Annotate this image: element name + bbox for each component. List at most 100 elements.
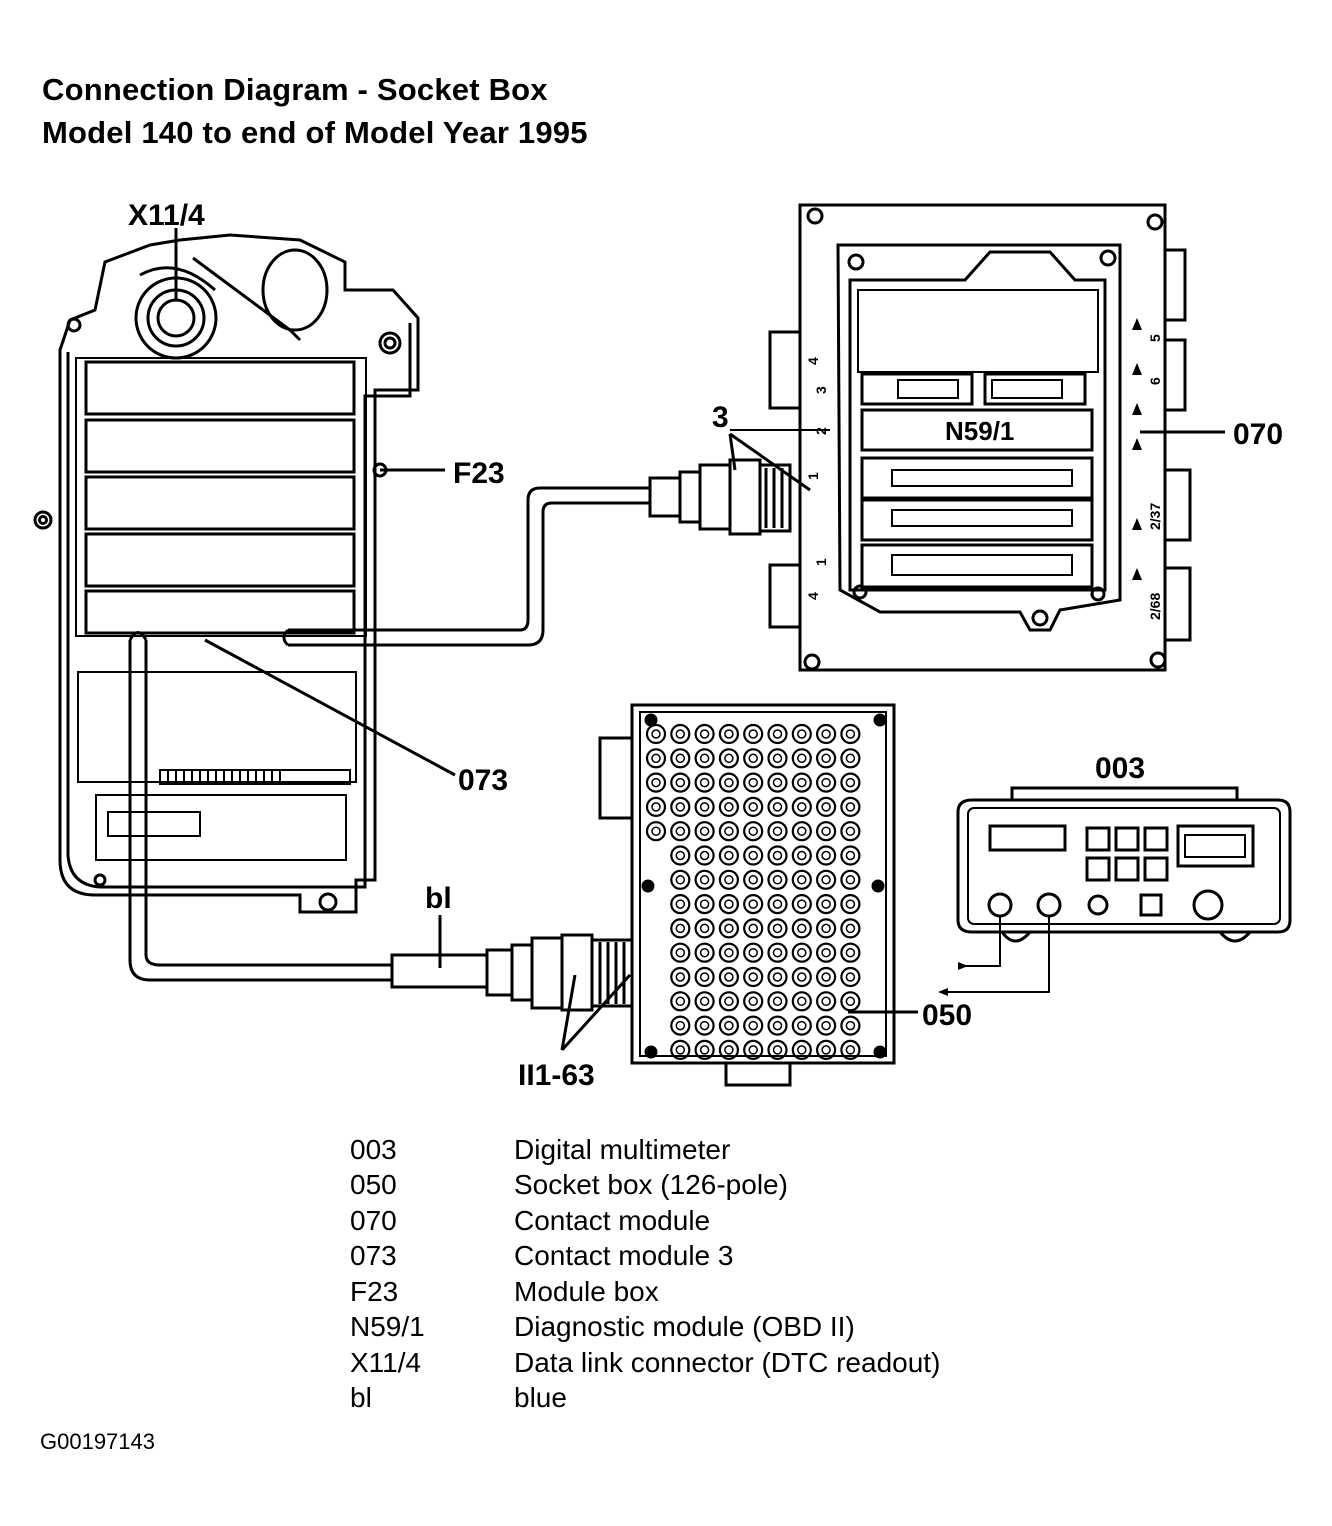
socket-jack xyxy=(694,1015,715,1036)
socket-jack-inner xyxy=(845,826,856,836)
socket-jack xyxy=(670,723,691,745)
socket-jack-inner xyxy=(675,802,686,812)
socket-jack xyxy=(815,772,837,793)
terminal-comb xyxy=(159,769,351,785)
socket-jack xyxy=(815,966,837,988)
socket-jack-inner xyxy=(797,777,807,788)
socket-jack-inner xyxy=(724,729,734,739)
socket-jack-inner xyxy=(772,972,783,982)
socket-jack-inner xyxy=(748,972,758,982)
1-63-leader-b xyxy=(560,973,632,1052)
socket-jack-inner xyxy=(845,899,856,909)
socket-jack-inner xyxy=(699,972,710,982)
socket-jack-inner xyxy=(724,972,734,982)
legend-code: N59/1 xyxy=(350,1311,425,1343)
socket-jack xyxy=(718,748,740,769)
socket-jack xyxy=(645,723,667,745)
svg-text:1: 1 xyxy=(813,558,829,566)
cable-upper xyxy=(282,486,650,647)
socket-jack xyxy=(670,796,691,818)
socket-jack-inner xyxy=(845,996,856,1007)
socket-jack xyxy=(767,748,788,769)
socket-jack-inner xyxy=(724,923,734,934)
socket-jack xyxy=(791,942,812,963)
socket-jack-inner xyxy=(821,826,831,836)
socket-jack xyxy=(791,893,812,915)
legend-code: 050 xyxy=(350,1169,397,1201)
socket-jack xyxy=(694,772,715,793)
socket-jack xyxy=(743,748,764,769)
legend-desc: blue xyxy=(514,1382,567,1414)
socket-jack-inner xyxy=(821,777,831,788)
socket-jack xyxy=(718,821,740,842)
socket-jack-inner xyxy=(699,753,710,764)
socket-jack-inner xyxy=(724,1045,734,1055)
legend-code: X11/4 xyxy=(350,1346,422,1378)
legend-desc: Diagnostic module (OBD II) xyxy=(514,1311,855,1343)
socket-jack-inner xyxy=(797,850,807,861)
socket-jack xyxy=(791,845,812,866)
socket-jack-inner xyxy=(748,777,758,788)
socket-jack-inner xyxy=(821,1020,831,1031)
legend-code: 070 xyxy=(350,1204,397,1236)
svg-text:2/68: 2/68 xyxy=(1147,593,1163,620)
socket-jack xyxy=(767,796,788,818)
socket-jack-inner xyxy=(797,753,807,764)
socket-jack-inner xyxy=(772,1020,783,1031)
socket-jack-inner xyxy=(845,753,856,764)
socket-jack-inner xyxy=(675,729,686,739)
socket-jack-inner xyxy=(699,923,710,934)
socket-jack xyxy=(694,991,715,1012)
socket-jack-inner xyxy=(675,826,686,836)
socket-jack-inner xyxy=(651,777,661,788)
x11-4-label: X11/4 xyxy=(128,199,205,232)
socket-jack xyxy=(718,1039,740,1061)
socket-jack xyxy=(694,845,715,866)
socket-jack xyxy=(670,869,691,890)
073-leader xyxy=(204,638,456,777)
socket-jack xyxy=(743,723,764,745)
socket-jack xyxy=(791,821,812,842)
socket-jack xyxy=(694,893,715,915)
socket-jack xyxy=(694,869,715,890)
socket-jack-inner xyxy=(772,753,783,764)
socket-jack xyxy=(767,918,788,939)
socket-jack-inner xyxy=(845,947,856,958)
socket-jack xyxy=(767,942,788,963)
1-63-leader-a xyxy=(560,974,577,1051)
socket-jack-inner xyxy=(675,777,686,788)
socket-jack-inner xyxy=(772,802,783,812)
socket-jack xyxy=(767,1015,788,1036)
050-label: 050 xyxy=(922,999,972,1032)
svg-text:4: 4 xyxy=(805,592,821,600)
socket-jack-inner xyxy=(675,972,686,982)
socket-jack-inner xyxy=(797,947,807,958)
socket-jack xyxy=(718,845,740,866)
socket-jack-inner xyxy=(821,899,831,909)
socket-jack-inner xyxy=(797,875,807,885)
socket-jack-inner xyxy=(748,753,758,764)
socket-jack xyxy=(718,796,740,818)
socket-jack-inner xyxy=(748,899,758,909)
socket-jack xyxy=(645,821,667,842)
socket-jack xyxy=(767,821,788,842)
3-leader-b xyxy=(729,432,811,492)
socket-jack-inner xyxy=(748,996,758,1007)
1-63-label: II1-63 xyxy=(518,1059,595,1092)
socket-jack-inner xyxy=(845,972,856,982)
socket-jack xyxy=(718,966,740,988)
legend-desc: Digital multimeter xyxy=(514,1133,731,1165)
socket-jack xyxy=(791,1015,812,1036)
socket-jack xyxy=(670,748,691,769)
socket-jack-inner xyxy=(821,1045,831,1055)
socket-jack xyxy=(791,966,812,988)
socket-jack xyxy=(767,1039,788,1061)
socket-jack-inner xyxy=(845,875,856,885)
socket-jack xyxy=(718,869,740,890)
socket-jack-inner xyxy=(772,996,783,1007)
socket-jack xyxy=(670,1015,691,1036)
socket-jack-inner xyxy=(821,729,831,739)
socket-jack xyxy=(670,893,691,915)
